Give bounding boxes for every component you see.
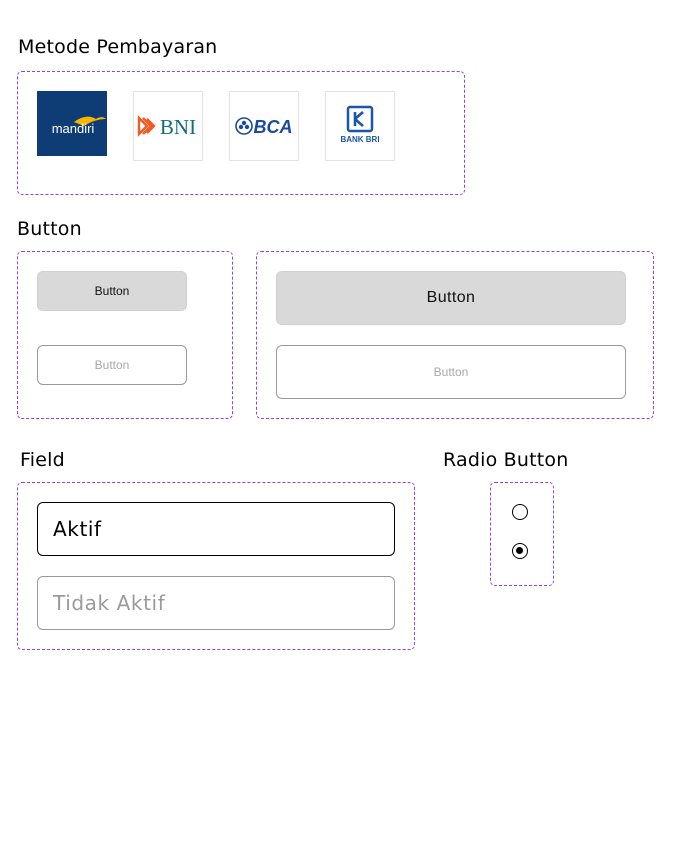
radio-group <box>490 482 554 586</box>
mandiri-logo-icon: mandiri <box>52 116 106 136</box>
payment-method-group: mandiri BNI BCA BANK BRI <box>17 71 465 195</box>
bank-logo-bca[interactable]: BCA <box>229 91 299 161</box>
active-text-field[interactable] <box>37 502 395 556</box>
bni-logo-text: BNI <box>160 115 196 139</box>
small-primary-button[interactable]: Button <box>37 271 187 311</box>
bni-logo-icon: BNI <box>137 115 196 139</box>
bca-logo-text: BCA <box>254 117 293 137</box>
small-secondary-button[interactable]: Button <box>37 345 187 385</box>
radio-section-title: Radio Button <box>443 449 569 471</box>
small-button-group: Button Button <box>17 251 233 419</box>
bank-logo-bri[interactable]: BANK BRI <box>325 91 395 161</box>
large-secondary-button[interactable]: Button <box>276 345 626 399</box>
large-primary-button[interactable]: Button <box>276 271 626 325</box>
radio-checked[interactable] <box>512 543 528 559</box>
field-group <box>17 482 415 650</box>
field-section-title: Field <box>20 449 65 471</box>
radio-checked-dot <box>516 547 523 554</box>
large-button-group: Button Button <box>256 251 654 419</box>
bank-logo-mandiri[interactable]: mandiri <box>37 91 107 156</box>
bank-logo-bni[interactable]: BNI <box>133 91 203 161</box>
inactive-text-field[interactable] <box>37 576 395 630</box>
mandiri-logo-text: mandiri <box>52 121 95 136</box>
bca-logo-icon: BCA <box>235 117 293 137</box>
bri-logo-text: BANK BRI <box>340 135 379 144</box>
button-section-title: Button <box>17 218 82 240</box>
bri-logo-icon: BANK BRI <box>340 105 380 144</box>
radio-unchecked[interactable] <box>512 504 528 520</box>
payment-title: Metode Pembayaran <box>18 36 218 58</box>
